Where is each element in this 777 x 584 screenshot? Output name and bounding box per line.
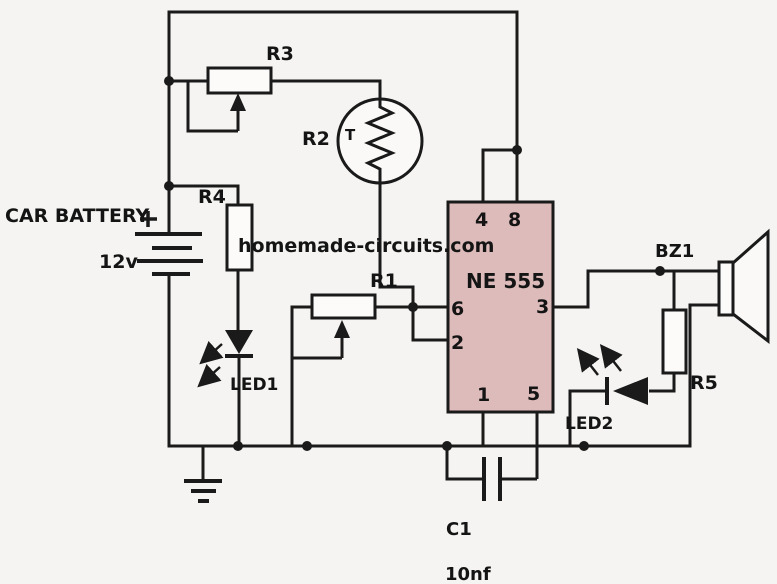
wire-r5-led2 <box>649 373 676 393</box>
r2-zigzag <box>364 99 396 183</box>
ic-pin6-label: 6 <box>451 298 464 320</box>
wire-r1-left-down <box>290 305 312 446</box>
led1-label: LED1 <box>230 375 278 395</box>
thermistor-t-label: T <box>345 126 356 144</box>
r1-body <box>310 293 377 320</box>
led2-triangle <box>613 377 648 405</box>
r1-label: R1 <box>370 270 398 292</box>
resistor-r1-preset <box>310 293 377 358</box>
led2-symbol <box>576 344 648 405</box>
ic-part-label: NE 555 <box>466 269 545 293</box>
led2-emission-arrows-icon <box>576 344 623 376</box>
wire-led2-down <box>568 389 607 446</box>
speaker-driver <box>717 260 735 317</box>
resistor-r3-preset <box>206 66 273 131</box>
led1-arrow-1 <box>199 340 224 365</box>
wire-pin4-feed <box>481 148 517 202</box>
wire-top-rail <box>167 10 519 233</box>
ic-body <box>446 200 555 414</box>
junction-dot <box>164 181 174 191</box>
ground-icon <box>184 479 222 503</box>
led1-triangle <box>225 330 253 354</box>
wire-pin3-out <box>553 269 719 309</box>
junction-dot <box>655 266 665 276</box>
r3-wiper-arrowhead <box>230 93 246 111</box>
ic-pin4-label: 4 <box>475 209 488 231</box>
junction-dot <box>408 302 418 312</box>
wire-c1-left <box>445 446 482 481</box>
resistor-r5 <box>661 308 688 375</box>
battery-voltage-label: 12v <box>99 251 138 273</box>
watermark-text: homemade-circuits.com <box>238 235 494 257</box>
ic-pin3-label: 3 <box>536 296 549 318</box>
led1-symbol <box>197 330 253 388</box>
thermistor-r2 <box>336 97 424 185</box>
wires <box>167 10 719 481</box>
car-battery-label: CAR BATTERY <box>5 205 150 227</box>
r4-label: R4 <box>198 186 226 208</box>
speaker-icon <box>717 228 770 345</box>
r3-body <box>206 66 273 95</box>
junction-dot <box>164 76 174 86</box>
r1-wiper-arrowhead <box>334 320 350 338</box>
led2-arrow-2 <box>599 344 623 372</box>
buzzer-label: BZ1 <box>655 241 694 262</box>
junction-dot <box>512 145 522 155</box>
ic-pin1-label: 1 <box>477 384 490 406</box>
battery-symbol <box>135 211 203 276</box>
led1-emission-arrows-icon <box>197 340 224 388</box>
wire-r2-to-node <box>378 183 415 307</box>
speaker-horn <box>731 228 770 345</box>
junction-dots <box>164 76 665 451</box>
junction-dot <box>442 441 452 451</box>
wire-pin2 <box>411 307 448 342</box>
ic-pin2-label: 2 <box>451 332 464 354</box>
led2-arrow-1 <box>576 348 600 376</box>
r2-label: R2 <box>302 128 330 150</box>
led2-label: LED2 <box>565 414 613 434</box>
battery-plus-icon <box>140 211 157 227</box>
wire-r3-to-r2 <box>271 79 382 99</box>
ic-pin8-label: 8 <box>508 209 521 231</box>
wire-bottom-rail <box>167 275 718 448</box>
junction-dot <box>579 441 589 451</box>
wire-r3-wiper-link <box>186 81 238 133</box>
junction-dot <box>302 441 312 451</box>
wire-r4-top <box>169 184 240 205</box>
led1-arrow-2 <box>197 363 222 388</box>
resistor-r4 <box>225 203 254 272</box>
junction-dot <box>233 441 243 451</box>
r3-label: R3 <box>266 43 294 65</box>
ic-pin5-label: 5 <box>527 383 540 405</box>
c1-label: C1 <box>446 519 472 540</box>
capacitor-c1 <box>482 457 502 501</box>
c1-value-label: 10nf <box>445 564 491 584</box>
r5-label: R5 <box>690 372 718 394</box>
ic-ne555: 4 8 NE 555 6 3 2 1 5 <box>446 200 555 414</box>
